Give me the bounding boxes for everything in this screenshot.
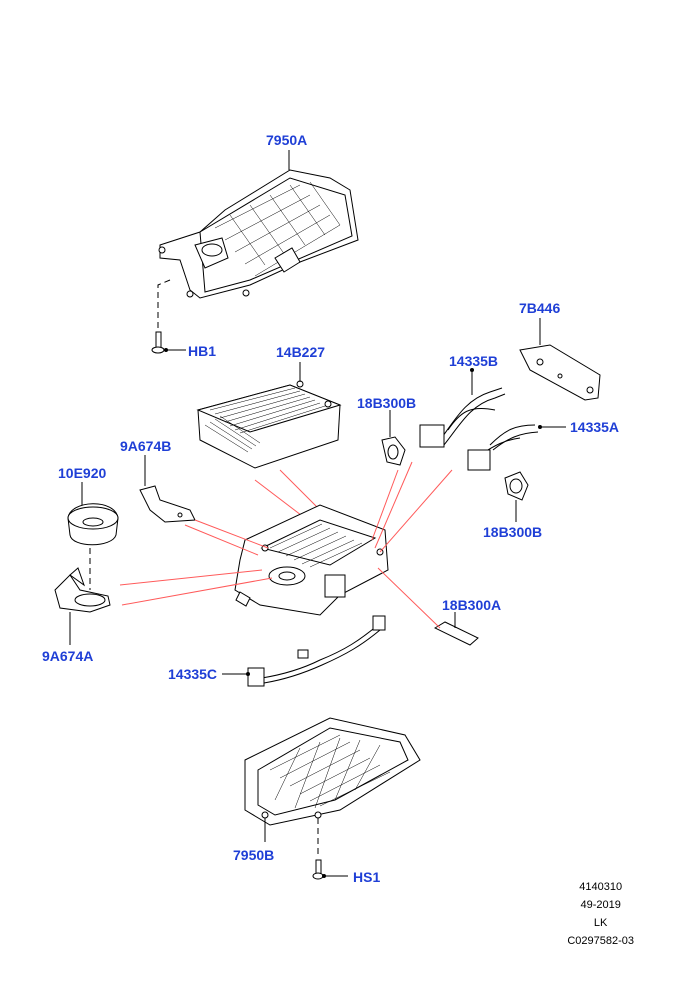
reference-number: 4140310 bbox=[579, 881, 623, 893]
part-bracket-7b446[interactable] bbox=[519, 344, 601, 401]
callout-9a674a: 9A674A bbox=[42, 648, 93, 664]
part-cable-14335b[interactable] bbox=[419, 368, 506, 448]
callout-14335a: 14335A bbox=[570, 419, 619, 435]
part-central-assembly[interactable] bbox=[234, 504, 389, 616]
part-gasket-18b300b-bottom[interactable] bbox=[504, 471, 529, 501]
callout-9a674b: 9A674B bbox=[120, 438, 171, 454]
reference-model-code: LK bbox=[593, 917, 608, 929]
reference-date-code: 49-2019 bbox=[580, 899, 621, 911]
part-finned-module[interactable] bbox=[196, 380, 342, 469]
callout-14b227: 14B227 bbox=[276, 344, 325, 360]
callout-hs1: HS1 bbox=[353, 869, 380, 885]
callout-14335c: 14335C bbox=[168, 666, 217, 682]
callout-18b300b-bottom: 18B300B bbox=[483, 524, 542, 540]
part-gasket-18b300b-top[interactable] bbox=[381, 436, 406, 466]
callout-18b300a: 18B300A bbox=[442, 597, 501, 613]
callout-10e920: 10E920 bbox=[58, 465, 106, 481]
callout-7950a: 7950A bbox=[266, 132, 307, 148]
callout-hb1: HB1 bbox=[188, 343, 216, 359]
part-bracket-9a674a[interactable] bbox=[54, 567, 111, 613]
part-bolt-hb1[interactable] bbox=[151, 331, 165, 354]
callout-14335b: 14335B bbox=[449, 353, 498, 369]
part-upper-housing[interactable] bbox=[158, 169, 359, 299]
reference-illustration-id: C0297582-03 bbox=[567, 935, 634, 947]
part-lower-housing[interactable] bbox=[244, 717, 421, 826]
part-cable-14335c[interactable] bbox=[247, 615, 386, 687]
callout-7950b: 7950B bbox=[233, 847, 274, 863]
callout-18b300b-top: 18B300B bbox=[357, 395, 416, 411]
part-cable-14335a[interactable] bbox=[467, 424, 542, 471]
part-plate-18b300a[interactable] bbox=[433, 621, 479, 646]
part-screw-hs1[interactable] bbox=[312, 859, 324, 880]
part-round-cover-10e920[interactable] bbox=[67, 503, 119, 546]
part-bracket-9a674b[interactable] bbox=[139, 485, 196, 523]
drawing-reference-block: 4140310 49-2019 LK C0297582-03 bbox=[567, 878, 634, 950]
callout-7b446: 7B446 bbox=[519, 300, 560, 316]
